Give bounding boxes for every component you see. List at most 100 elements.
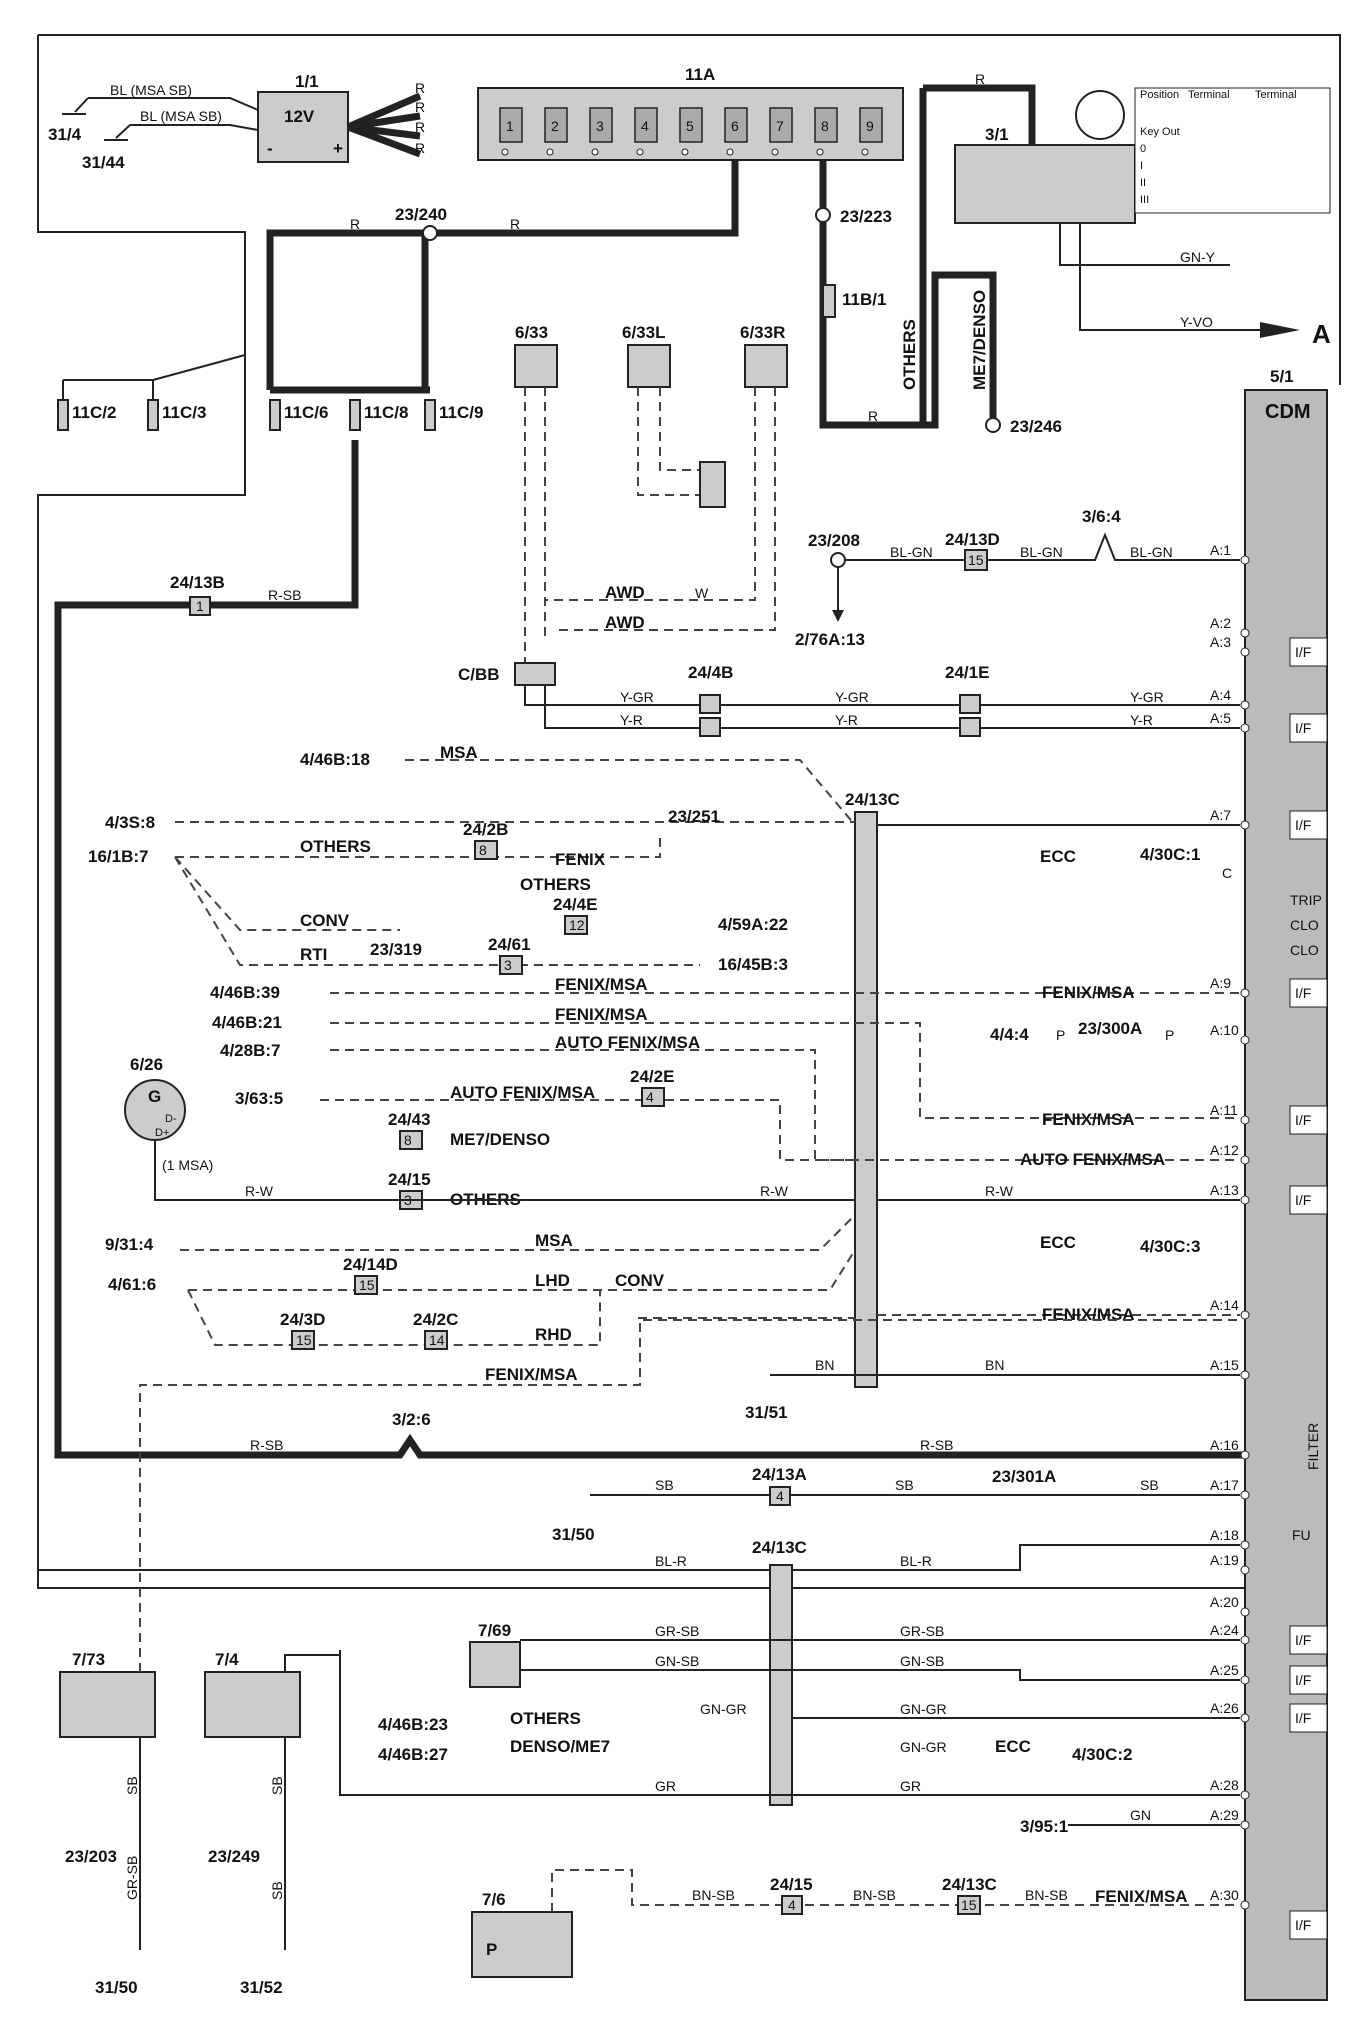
signal-label-autofenixmsa: AUTO FENIX/MSA [450,1083,595,1102]
diagram-label: R [975,71,985,87]
diagram-label: R [415,99,425,115]
cdm-pin [1240,1820,1250,1830]
diagram-label: BN-SB [692,1887,735,1903]
diagram-label: 4 [776,1488,784,1504]
fuse-terminal [546,148,554,156]
cdm-pin-label: A:30 [1210,1887,1239,1903]
diagram-label: GN-SB [655,1653,699,1669]
signal-label-fenix: FENIX [555,850,606,869]
cdm-if-label: I/F [1295,985,1311,1001]
diagram-label: 11B/1 [842,290,886,309]
diagram-label: FU [1292,1527,1311,1543]
diagram-label: 31/4 [48,125,82,144]
signal-label-ecc1: ECC [1040,847,1076,866]
diagram-label: 11C/2 [72,403,116,422]
diagram-label: 15 [961,1897,977,1913]
ref-r446b39: 4/46B:39 [210,983,280,1002]
cdm-if-label: I/F [1295,1672,1311,1688]
diagram-label: GN-GR [900,1701,947,1717]
cdm-if-label: I/F [1295,720,1311,736]
cdm-if-box [1289,1105,1328,1135]
cdm-pin [1240,1713,1250,1723]
signal-label-fenixmsa: FENIX/MSA [555,975,648,994]
ref-r9314: 9/31:4 [105,1235,154,1254]
ignition-table [1134,87,1331,214]
diagram-label: FENIX/MSA [1095,1887,1188,1906]
cdm-if-box [1289,637,1328,667]
diagram-label: A [1312,319,1331,349]
fuse-terminal [501,148,509,156]
signal-line [405,759,856,826]
signal-label-conv: CONV [300,911,350,930]
cdm-pin-label: A:28 [1210,1777,1239,1793]
cdm-pin [1240,1195,1250,1205]
diagram-label: SB [269,1776,285,1795]
diagram-label: Y-R [620,712,643,728]
signal-label-afm: AUTO FENIX/MSA [1020,1150,1165,1169]
signal-label-lhd: LHD [535,1271,570,1290]
diagram-label: Y-R [1130,712,1153,728]
diagram-label: CDM [1265,401,1311,423]
signal-label-fm3: FENIX/MSA [1042,1305,1135,1324]
fuse-label-1: 1 [506,118,514,134]
cdm-pin [1240,723,1250,733]
diagram-label: 31/51 [745,1403,788,1422]
connector-pin: 15 [296,1332,312,1348]
cdm-pin-label: A:3 [1210,634,1231,650]
diagram-label: 24/4B [688,663,733,682]
diagram-label: R [350,216,360,232]
diagram-label: 6/33R [740,323,785,342]
fuse-2 [544,107,568,143]
fuse-terminal [771,148,779,156]
fuse-3 [589,107,613,143]
splice-300a: 23/300A [1078,1019,1142,1038]
diagram-label: BN-SB [853,1887,896,1903]
cdm-pin-label: A:7 [1210,807,1231,823]
fuse-terminal [636,148,644,156]
diagram-label: 23/240 [395,205,447,224]
cdm-if-label: I/F [1295,817,1311,833]
cdm-if-label: I/F [1295,1632,1311,1648]
ref-r44: 4/4:4 [990,1025,1029,1044]
connector-label-c2c: 24/2C [413,1310,458,1329]
fuse-terminal [861,148,869,156]
fuse-group-11C: 11C/2 11C/3 11C/6 11C/8 11C/9 [57,354,483,431]
diagram-label: 24/13C [752,1538,807,1557]
signal-label-rhd: RHD [535,1325,572,1344]
signal-label-others: OTHERS [520,875,591,894]
ref-r161b7: 16/1B:7 [88,847,148,866]
diagram-label: P [486,1940,497,1959]
diagram-label: SB [269,1881,285,1900]
fuse-5 [679,107,703,143]
connector-pin: 8 [479,842,487,858]
diagram-label: ME7/DENSO [970,290,989,390]
diagram-label: 4/46B:27 [378,1745,448,1764]
fuse-label-2: 2 [551,118,559,134]
cdm-pin [1240,1635,1250,1645]
signal-label-rti: RTI [300,945,327,964]
cdm-if-box [1289,1703,1328,1733]
diagram-label: 3/6:4 [1082,507,1121,526]
signal-line [180,1214,856,1251]
signal-label-msa: MSA [440,743,478,762]
diagram-label: BN [815,1357,834,1373]
diagram-label: Y-R [835,712,858,728]
fuse-8 [814,107,838,143]
cdm-if-box [1289,1625,1328,1655]
diagram-label: CLO [1290,942,1319,958]
connector-pin: 3 [504,957,512,973]
cdm-if-label: I/F [1295,1710,1311,1726]
connector-c2c [424,1330,448,1350]
cdm-pin-label: A:24 [1210,1622,1239,1638]
diagram-label: 31/52 [240,1978,283,1997]
diagram-label: SB [895,1477,914,1493]
diagram-label: BL (MSA SB) [140,108,222,124]
fuse-4 [634,107,658,143]
diagram-label: FILTER [1305,1423,1321,1470]
diagram-label: BL-GN [890,544,933,560]
component-7-6 [471,1911,573,1978]
cdm-pin-label: A:13 [1210,1182,1239,1198]
diagram-label: Terminal [1255,89,1297,101]
diagram-label: GN-SB [900,1653,944,1669]
diagram-label: R [868,408,878,424]
